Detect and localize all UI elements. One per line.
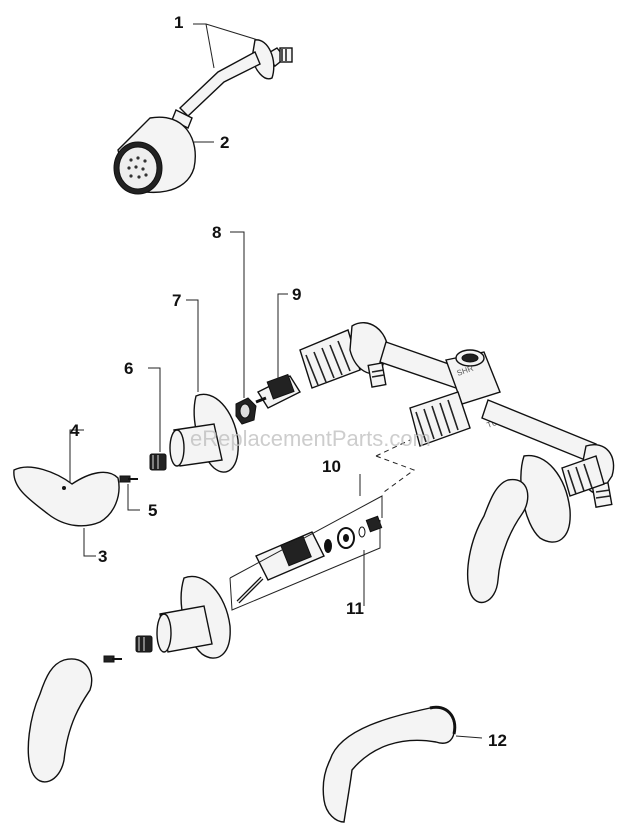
callout-9: 9	[292, 285, 301, 304]
escutcheon-upper	[169, 393, 239, 473]
tub-spout	[322, 705, 457, 823]
callout-10: 10	[322, 457, 341, 476]
callout-2: 2	[220, 133, 229, 152]
handle-upper-left	[13, 466, 120, 527]
shower-arm	[171, 39, 293, 129]
callout-12: 12	[488, 731, 507, 750]
valve-body: SHR TUB	[299, 322, 615, 509]
callout-3: 3	[98, 547, 107, 566]
callout-4: 4	[70, 421, 80, 440]
bonnet-nut	[235, 397, 257, 425]
callout-8: 8	[212, 223, 221, 242]
handle-right	[467, 479, 529, 604]
shower-head	[113, 116, 196, 195]
callout-5: 5	[148, 501, 157, 520]
callout-11: 11	[346, 599, 364, 618]
leader-lines	[69, 23, 483, 739]
cartridge-upper	[255, 373, 302, 409]
cartridge-lower	[236, 531, 325, 604]
callout-6: 6	[124, 359, 133, 378]
watermark: eReplacementParts.com	[190, 426, 431, 451]
screw-lower	[103, 655, 122, 663]
stem-adapter-upper	[149, 453, 167, 471]
callout-7: 7	[172, 291, 181, 310]
screw-upper	[119, 475, 138, 483]
stem-adapter-lower	[135, 635, 153, 653]
handle-lower-left	[27, 658, 93, 783]
escutcheon-lower	[156, 575, 231, 659]
washer-o-ring	[324, 515, 383, 553]
callout-1: 1	[174, 13, 183, 32]
